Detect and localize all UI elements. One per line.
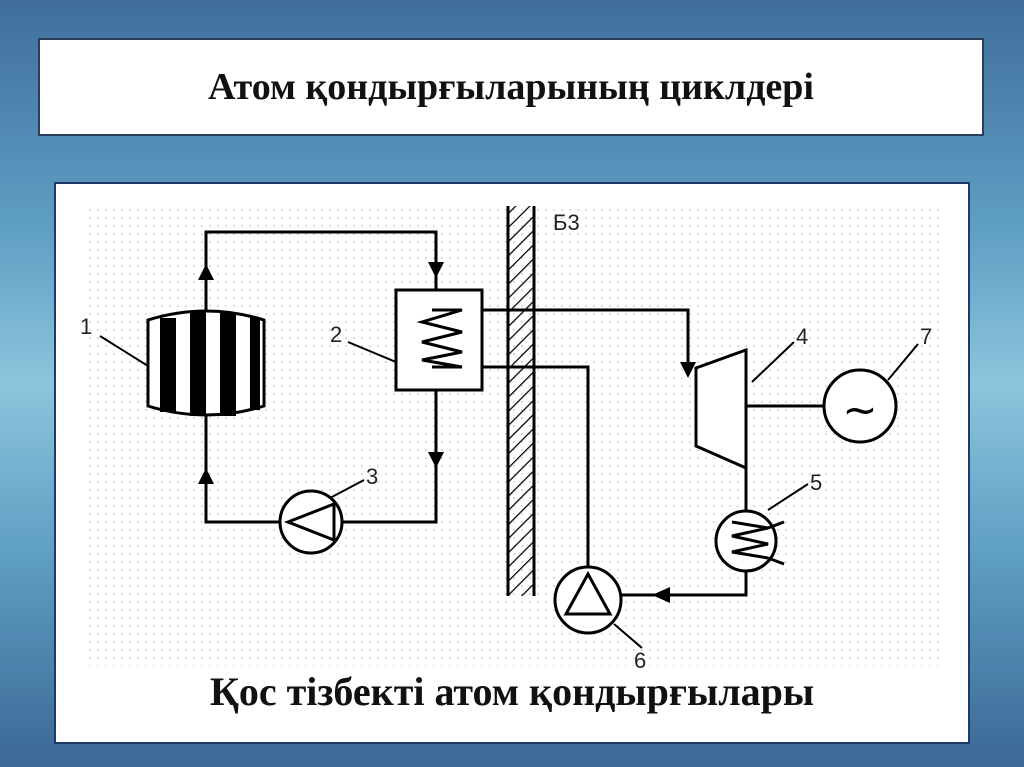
slide-title: Атом қондырғыларының циклдері	[208, 66, 814, 108]
label-feed-pump: 6	[634, 648, 646, 673]
arrow-down-icon	[428, 452, 444, 468]
steam-generator	[394, 288, 484, 392]
arrow-down-icon	[428, 262, 444, 278]
label-generator: 7	[920, 324, 932, 349]
title-box: Атом қондырғыларының циклдері	[38, 38, 984, 136]
feed-pump	[553, 565, 623, 635]
diagram-caption: Қос тізбекті атом қондырғылары	[209, 669, 815, 714]
label-turbine: 4	[796, 324, 808, 349]
label-primary-pump: 3	[366, 464, 378, 489]
leader-lines	[99, 335, 919, 649]
label-condenser: 5	[810, 470, 822, 495]
turbine	[694, 347, 748, 471]
content-box: Б3	[54, 182, 970, 744]
label-reactor: 1	[80, 314, 92, 339]
generator	[822, 368, 898, 444]
condenser	[714, 509, 785, 573]
barrier-label: Б3	[553, 210, 580, 235]
biological-shield	[506, 206, 536, 596]
arrow-up-icon	[198, 468, 214, 484]
arrow-left-icon	[652, 587, 670, 603]
flow-arrows	[198, 262, 696, 603]
nuclear-plant-diagram: Б3	[80, 204, 940, 673]
generator-symbol: ~	[842, 385, 877, 434]
primary-pump	[278, 489, 344, 555]
label-steam-generator: 2	[330, 322, 342, 347]
arrow-down-icon	[680, 362, 696, 378]
reactor	[146, 309, 266, 417]
arrow-up-icon	[198, 264, 214, 280]
